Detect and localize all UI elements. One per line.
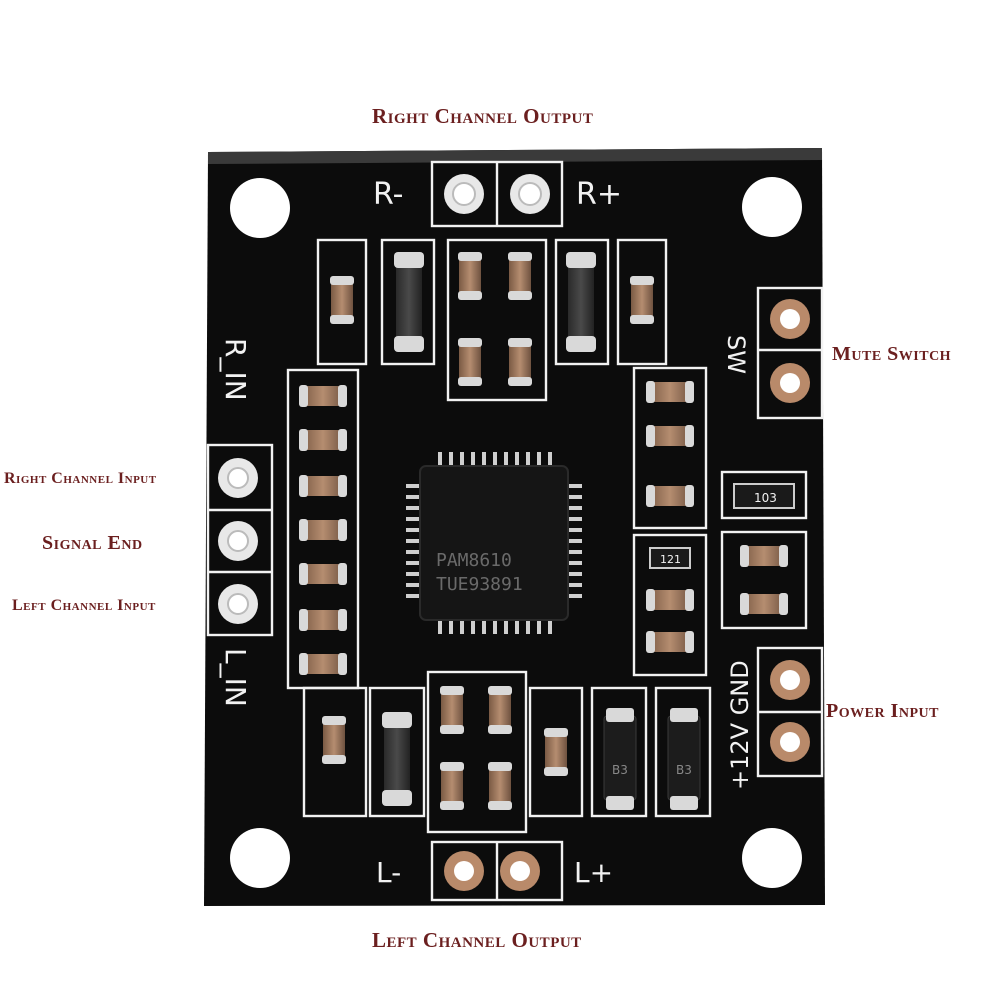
left-output-terminals: L- L+	[376, 840, 613, 902]
l-minus-label: L-	[376, 856, 401, 889]
l-plus-label: L+	[574, 856, 613, 889]
mounting-hole-bottom-right	[742, 828, 802, 888]
r-minus-label: R-	[373, 177, 403, 212]
power-input-label: Power Input	[826, 700, 939, 722]
signal-end-label: Signal End	[42, 532, 143, 554]
right-channel-output-label: Right Channel Output	[372, 104, 594, 128]
bottom-component-group: B3 B3	[302, 670, 712, 834]
power-12v-gnd-label: +12V GND	[726, 660, 754, 790]
chip-line-2: TUE93891	[436, 574, 523, 595]
resistor-121: 121	[660, 553, 681, 566]
r-plus-label: R+	[576, 177, 622, 212]
l-in-label: L_IN	[219, 648, 252, 707]
sw-label: SW	[722, 335, 750, 374]
top-component-group	[316, 238, 668, 402]
right-output-terminals: R- R+	[373, 160, 622, 228]
pam8610-chip: PAM8610 TUE93891	[406, 452, 582, 634]
left-channel-input-label: Left Channel Input	[12, 597, 156, 614]
chip-line-1: PAM8610	[436, 550, 512, 571]
input-header: R_IN L_IN	[206, 338, 274, 707]
mounting-hole-top-right	[742, 177, 802, 237]
mute-switch-header: SW	[722, 286, 824, 420]
mute-switch-label: Mute Switch	[832, 343, 952, 365]
diode-b3-2: B3	[676, 763, 692, 777]
right-capacitor-column: 121 103	[632, 366, 808, 677]
diode-b3-1: B3	[612, 763, 628, 777]
resistor-103: 103	[754, 491, 777, 505]
r-in-label: R_IN	[219, 338, 252, 401]
right-channel-input-label: Right Channel Input	[4, 470, 157, 487]
power-input-header: +12V GND	[726, 646, 824, 790]
mounting-hole-bottom-left	[230, 828, 290, 888]
left-channel-output-label: Left Channel Output	[372, 928, 582, 952]
mounting-hole-top-left	[230, 178, 290, 238]
